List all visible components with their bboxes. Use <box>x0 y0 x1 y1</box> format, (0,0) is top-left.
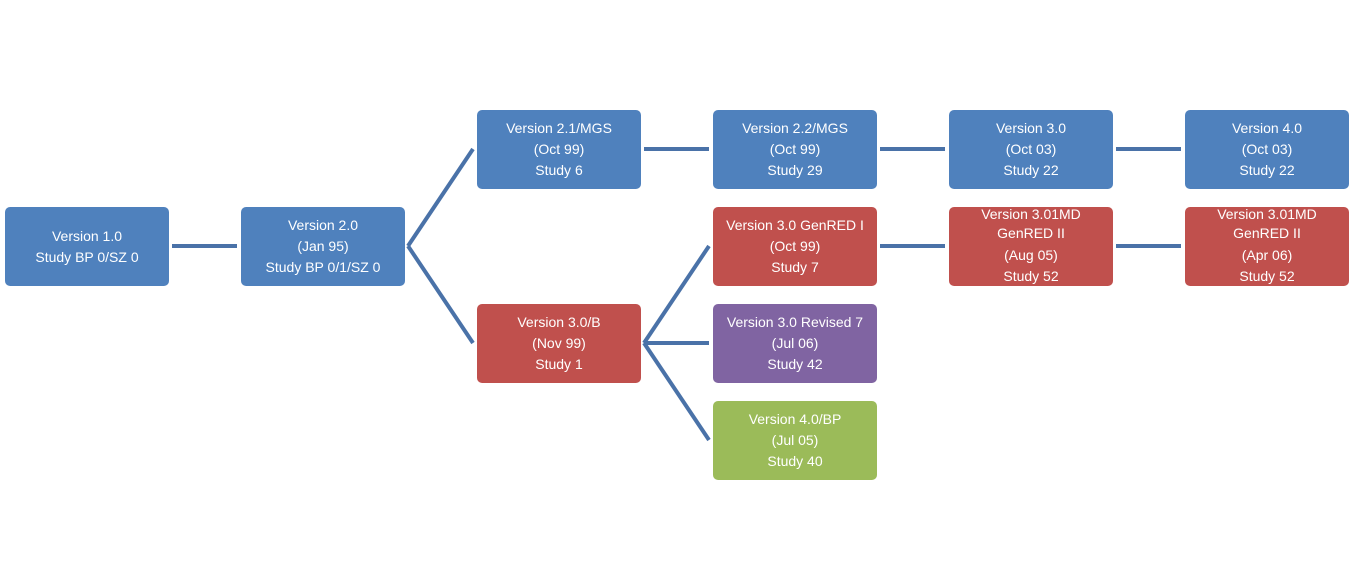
node-study: Study 40 <box>767 453 823 469</box>
node-study: Study 42 <box>767 356 823 372</box>
node-version-3-01md-apr06: Version 3.01MD GenRED II (Apr 06) Study … <box>1185 205 1349 286</box>
node-subtitle: GenRED II <box>1233 224 1301 241</box>
node-date: (Jul 06) <box>771 335 819 351</box>
connector-v2-v30b <box>406 244 475 345</box>
node-date: (Oct 99) <box>533 141 585 157</box>
node-title: Version 2.1/MGS <box>506 120 612 136</box>
node-version-3-0-genred-i: Version 3.0 GenRED I (Oct 99) Study 7 <box>713 207 877 286</box>
connector-v2-v21mgs <box>406 147 475 248</box>
node-date: (Oct 99) <box>769 141 821 157</box>
node-version-4-0-bp: Version 4.0/BP (Jul 05) Study 40 <box>713 401 877 480</box>
node-title: Version 3.0/B <box>517 314 601 330</box>
node-title: Version 2.0 <box>287 217 359 233</box>
node-study: Study 22 <box>1239 162 1295 178</box>
node-version-4-0: Version 4.0 (Oct 03) Study 22 <box>1185 110 1349 189</box>
node-study: Study 1 <box>535 356 583 372</box>
node-version-2-1-mgs: Version 2.1/MGS (Oct 99) Study 6 <box>477 110 641 189</box>
connector-v30b-genredi <box>642 244 711 345</box>
node-date: (Apr 06) <box>1241 246 1293 263</box>
node-study: Study 6 <box>535 162 583 178</box>
node-date: (Oct 03) <box>1005 141 1057 157</box>
node-date: (Jul 05) <box>771 432 819 448</box>
node-subtitle: GenRED II <box>997 224 1065 241</box>
node-study: Study 52 <box>1239 267 1295 284</box>
node-version-2-0: Version 2.0 (Jan 95) Study BP 0/1/SZ 0 <box>241 207 405 286</box>
node-title: Version 4.0 <box>1231 120 1303 136</box>
node-title: Version 3.0 Revised 7 <box>726 314 864 330</box>
node-study: Study BP 0/1/SZ 0 <box>265 259 381 275</box>
node-version-3-0-revised-7: Version 3.0 Revised 7 (Jul 06) Study 42 <box>713 304 877 383</box>
node-date: (Oct 03) <box>1241 141 1293 157</box>
node-study: Study 29 <box>767 162 823 178</box>
node-title: Version 1.0 <box>51 227 123 244</box>
node-title: Version 4.0/BP <box>748 411 842 427</box>
node-version-1-0: Version 1.0 Study BP 0/SZ 0 <box>5 207 169 286</box>
node-study: Study 22 <box>1003 162 1059 178</box>
node-date: (Nov 99) <box>532 335 586 351</box>
node-study: Study BP 0/SZ 0 <box>35 248 139 265</box>
node-date: (Oct 99) <box>769 238 821 254</box>
node-version-3-0: Version 3.0 (Oct 03) Study 22 <box>949 110 1113 189</box>
node-version-3-01md-aug05: Version 3.01MD GenRED II (Aug 05) Study … <box>949 205 1113 286</box>
node-study: Study 52 <box>1003 267 1059 284</box>
node-title: Version 2.2/MGS <box>742 120 848 136</box>
node-version-2-2-mgs: Version 2.2/MGS (Oct 99) Study 29 <box>713 110 877 189</box>
node-title: Version 3.01MD <box>981 205 1081 222</box>
node-study: Study 7 <box>771 259 819 275</box>
node-date: (Jan 95) <box>297 238 349 254</box>
node-title: Version 3.0 <box>995 120 1067 136</box>
node-version-3-0-b: Version 3.0/B (Nov 99) Study 1 <box>477 304 641 383</box>
node-title: Version 3.0 GenRED I <box>726 217 864 233</box>
connector-v30b-v40bp <box>642 341 711 442</box>
node-date: (Aug 05) <box>1004 246 1058 263</box>
node-title: Version 3.01MD <box>1217 205 1317 222</box>
